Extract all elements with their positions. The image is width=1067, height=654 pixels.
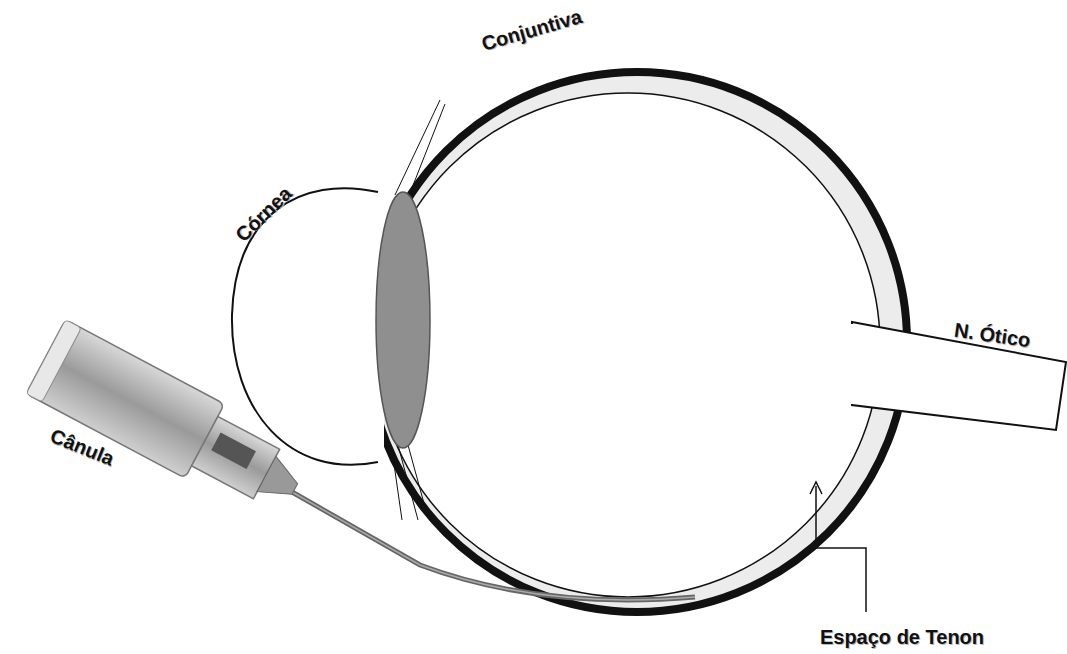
optic-nerve-join bbox=[840, 324, 854, 404]
cannula-needle bbox=[285, 488, 695, 600]
eye-globe bbox=[367, 72, 907, 612]
leader-line bbox=[810, 482, 866, 612]
lens bbox=[376, 192, 430, 448]
part-label: Conjuntiva bbox=[480, 6, 585, 54]
inner-globe bbox=[376, 93, 880, 597]
cannula-hub bbox=[26, 320, 314, 527]
cannula-needle-shine bbox=[285, 488, 695, 600]
part-label: Espaço de Tenon bbox=[820, 627, 984, 647]
